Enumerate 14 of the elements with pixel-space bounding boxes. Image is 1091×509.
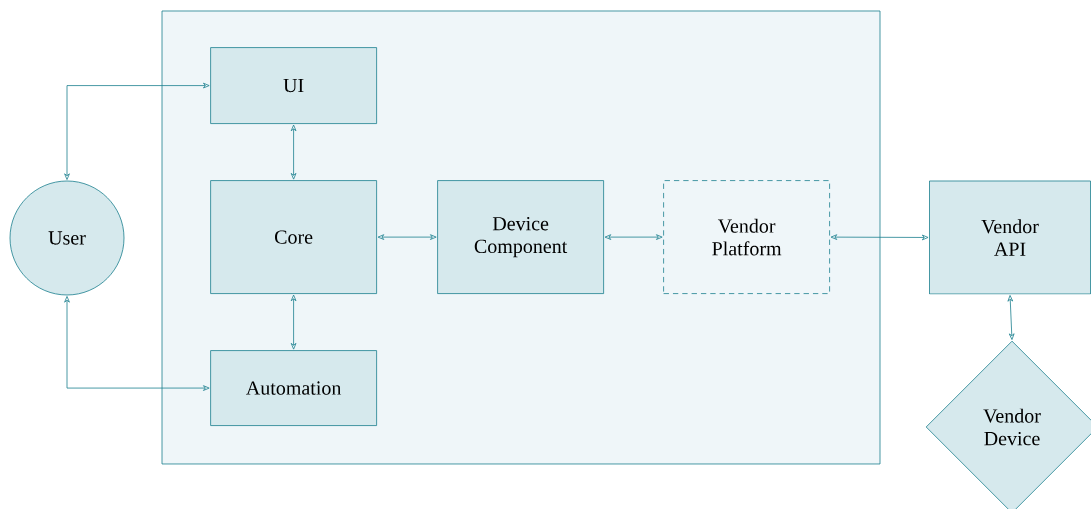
- process-box: Vendor Platform: [663, 180, 830, 294]
- process-box: Automation: [210, 350, 377, 426]
- arrow: [830, 234, 929, 241]
- arrow: [64, 82, 210, 180]
- arrow: [64, 296, 210, 391]
- arrow: [290, 294, 297, 350]
- arrow: [377, 234, 437, 240]
- process-box: Device Component: [437, 180, 604, 294]
- process-box: Vendor API: [929, 180, 1091, 295]
- process-box: UI: [210, 47, 377, 124]
- arrow: [1007, 295, 1015, 340]
- arrow: [290, 124, 297, 180]
- process-box: Core: [210, 180, 377, 294]
- arrow: [604, 234, 663, 240]
